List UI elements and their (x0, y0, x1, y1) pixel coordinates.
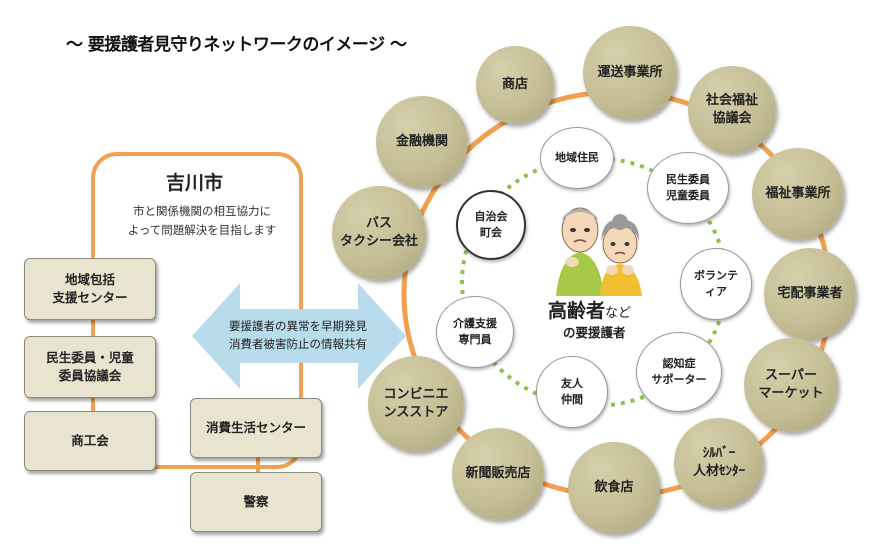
outer-node-newspaper: 新聞販売店 (452, 428, 544, 520)
page-title: ～ 要援護者見守りネットワークのイメージ ～ (66, 35, 407, 55)
outer-node-convenience-store: コンビニエ ンスストア (368, 356, 464, 452)
inner-node-neighborhood-assoc: 自治会 町会 (456, 190, 526, 260)
outer-node-shop: 商店 (476, 46, 554, 124)
center-main: 高齢者 (548, 300, 606, 322)
outer-node-transport: 運送事業所 (583, 26, 677, 120)
outer-node-supermarket: スーパー マーケット (744, 338, 838, 432)
outer-node-welfare-office: 福祉事業所 (752, 148, 844, 240)
outer-node-delivery: 宅配事業者 (764, 248, 856, 340)
inner-node-volunteer: ボランテ ィア (680, 248, 752, 320)
elderly-couple-illustration (556, 207, 642, 296)
inner-node-care-manager: 介護支援 専門員 (436, 296, 514, 368)
inner-node-residents: 地域住民 (540, 127, 614, 189)
inner-node-friends: 友人 仲間 (536, 356, 608, 428)
double-arrow (192, 283, 406, 389)
outer-node-silver-hr-center: ｼﾙﾊﾞｰ 人材ｾﾝﾀｰ (674, 418, 764, 508)
inner-node-welfare-commissioners: 民生委員 児童委員 (647, 152, 729, 224)
box-police: 警察 (190, 472, 322, 532)
center-label: 高齢者など (548, 296, 631, 323)
center-sub: の要援護者 (563, 325, 626, 340)
box-welfare-commissioners: 民生委員・児童 委員協議会 (24, 336, 156, 398)
city-name: 吉川市 (166, 172, 224, 194)
outer-node-financial: 金融機関 (376, 96, 468, 188)
box-chamber-of-commerce: 商工会 (24, 411, 156, 471)
arrow-text: 要援護者の異常を早期発見 消費者被害防止の情報共有 (229, 319, 367, 351)
outer-node-restaurant: 飲食店 (568, 442, 660, 534)
city-description: 市と関係機関の相互協力に よって問題解決を目指します (127, 204, 277, 237)
box-consumer-center: 消費生活センター (190, 398, 322, 458)
outer-node-social-welfare-council: 社会福祉 協議会 (688, 66, 776, 154)
inner-node-dementia-supporter: 認知症 サポーター (636, 332, 722, 412)
box-community-support-center: 地域包括 支援センター (24, 258, 156, 320)
center-suffix: など (605, 306, 632, 321)
outer-node-bus-taxi: バス タクシー会社 (332, 186, 426, 280)
